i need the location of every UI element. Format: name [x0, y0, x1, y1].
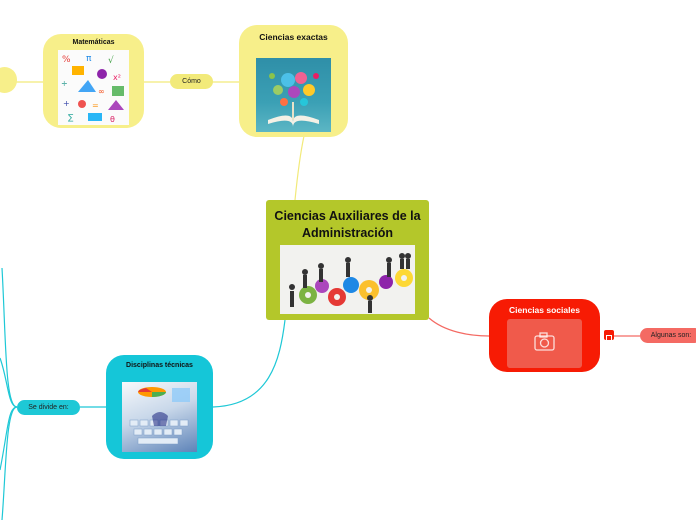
svg-text:÷: ÷ [61, 79, 68, 88]
svg-text:π: π [86, 54, 92, 64]
svg-text:=: = [92, 101, 99, 110]
central-topic[interactable]: Ciencias Auxiliares de la Administración [266, 200, 429, 320]
topic-title: Ciencias sociales [509, 305, 580, 315]
keyboard-chart-icon [122, 382, 197, 452]
topic-title: Matemáticas [72, 39, 115, 46]
open-book-science-icon [256, 58, 331, 132]
connector-sedivide-branch-2 [0, 357, 18, 408]
math-symbols-icon: % π √ x² ÷ ∞ + = ∑ θ [58, 50, 129, 125]
label-algunas-son[interactable]: Algunas son: [640, 328, 696, 343]
svg-text:x²: x² [113, 73, 121, 82]
svg-text:√: √ [108, 55, 114, 66]
central-title: Ciencias Auxiliares de la Administración [274, 209, 421, 240]
svg-text:+: + [63, 99, 70, 108]
topic-ciencias-exactas[interactable]: Ciencias exactas [239, 25, 348, 137]
svg-text:∑: ∑ [68, 113, 74, 122]
topic-title: Ciencias exactas [259, 32, 328, 42]
collapse-toggle-icon[interactable] [604, 330, 614, 341]
topic-matematicas[interactable]: Matemáticas % π √ x² ÷ ∞ + = ∑ θ [43, 34, 144, 128]
connector-central-sociales [428, 317, 490, 337]
topic-ciencias-sociales[interactable]: Ciencias sociales [489, 299, 600, 372]
connector-sedivide-branch-4 [1, 406, 18, 520]
camera-icon[interactable] [507, 319, 582, 368]
topic-title: Disciplinas técnicas [126, 362, 193, 369]
connector-sedivide-branch-3 [0, 406, 18, 471]
label-como[interactable]: Cómo [170, 74, 213, 89]
connector-central-disciplinas [212, 319, 286, 408]
gears-and-people-icon [280, 245, 415, 314]
connector-central-exactas [294, 135, 305, 201]
svg-text:θ: θ [110, 115, 115, 124]
connector-sedivide-branch-1 [1, 267, 18, 408]
label-se-divide-en[interactable]: Se divide en: [17, 400, 80, 415]
offscreen-topic-node[interactable] [0, 67, 17, 93]
svg-text:%: % [62, 55, 71, 65]
svg-text:∞: ∞ [98, 87, 105, 96]
topic-disciplinas-tecnicas[interactable]: Disciplinas técnicas [106, 355, 213, 459]
